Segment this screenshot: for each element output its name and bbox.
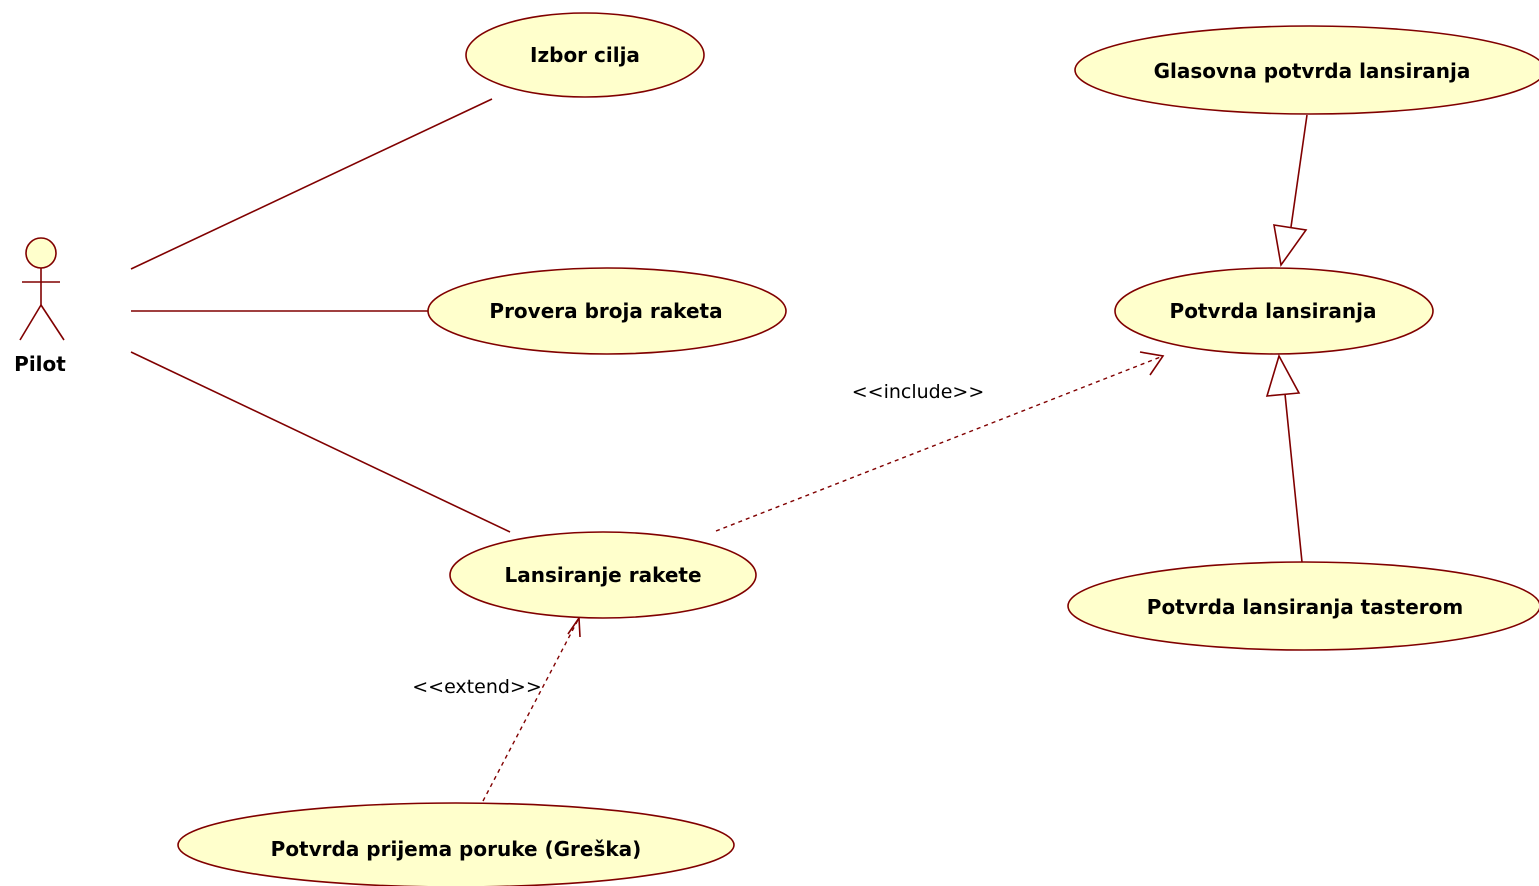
usecase-ellipse (465, 12, 705, 98)
usecase-label: Izbor cilja (530, 43, 640, 67)
generalization-glasovna-to-potvrda (1273, 114, 1308, 268)
usecase-label: Potvrda lansiranja tasterom (1147, 595, 1463, 619)
actor-head (25, 237, 57, 269)
usecase-ellipse (1074, 25, 1539, 115)
usecase-label: Potvrda prijema poruke (Greška) (271, 837, 642, 861)
generalization-line-tasterom (1284, 393, 1303, 563)
actor-pilot[interactable]: Pilot (14, 237, 66, 376)
usecase-ellipse (449, 531, 757, 619)
usecase-provera-broja-raketa[interactable]: Provera broja raketa (427, 267, 787, 355)
usecase-label: Glasovna potvrda lansiranja (1154, 59, 1471, 83)
include-dependency (715, 351, 1165, 532)
generalization-arrowhead-glasovna (1273, 224, 1308, 268)
generalization-tasterom-to-potvrda (1265, 353, 1303, 563)
usecase-lansiranje-rakete[interactable]: Lansiranje rakete (449, 531, 757, 619)
usecase-izbor-cilja[interactable]: Izbor cilja (465, 12, 705, 98)
generalization-arrowhead-tasterom (1265, 353, 1301, 397)
include-dependency-line (715, 355, 1164, 532)
association-pilot-izbor-cilja (130, 98, 493, 270)
actor-right-leg (40, 304, 65, 341)
usecase-potvrda-prijema-poruke[interactable]: Potvrda prijema poruke (Greška) (177, 802, 735, 886)
usecase-potvrda-lansiranja-tasterom[interactable]: Potvrda lansiranja tasterom (1067, 561, 1539, 651)
usecase-ellipse (1067, 561, 1539, 651)
usecase-label: Provera broja raketa (489, 299, 722, 323)
include-stereotype-label: <<include>> (852, 381, 985, 403)
usecase-potvrda-lansiranja[interactable]: Potvrda lansiranja (1114, 267, 1434, 355)
usecase-ellipse (1114, 267, 1434, 355)
usecase-ellipse (427, 267, 787, 355)
extend-dependency (482, 615, 581, 802)
generalization-line-glasovna (1290, 114, 1308, 228)
usecase-glasovna-potvrda-lansiranja[interactable]: Glasovna potvrda lansiranja (1074, 25, 1539, 115)
actor-left-leg (19, 304, 42, 341)
usecase-label: Potvrda lansiranja (1170, 299, 1377, 323)
usecase-label: Lansiranje rakete (504, 563, 701, 587)
usecase-ellipse (177, 802, 735, 886)
association-pilot-lansiranje-rakete (130, 351, 511, 533)
include-arrowhead (1139, 351, 1165, 376)
extend-stereotype-label: <<extend>> (412, 676, 542, 698)
actor-label: Pilot (14, 352, 66, 376)
extend-dependency-line (482, 617, 580, 802)
